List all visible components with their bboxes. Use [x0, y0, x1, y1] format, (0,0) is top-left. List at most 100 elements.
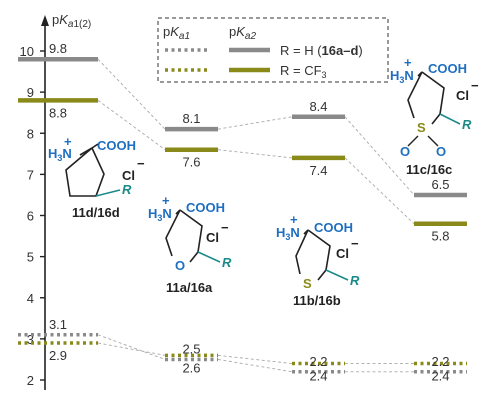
ring-bonds-left: [165, 209, 181, 257]
ring-sulfur: S: [303, 276, 312, 291]
acid-group: COOH: [186, 200, 225, 215]
acid-bond: [91, 143, 99, 149]
level-bars: [18, 56, 467, 374]
y-axis-label: pKa1(2): [52, 12, 91, 30]
amine-group: H3N: [48, 146, 72, 163]
molecule-11a-16a: H3N + COOH O R Cl − 11a/16a: [148, 193, 232, 295]
y-tick-label: 7: [27, 167, 34, 182]
chloride-ion: Cl: [122, 168, 135, 183]
ring-bonds: [65, 147, 105, 197]
amine-group: H3N: [148, 206, 172, 223]
amine-charge: +: [404, 55, 412, 70]
y-tick-label: 9: [27, 85, 34, 100]
connector-lines: [97, 58, 415, 373]
molecule-11b-16b: H3N + COOH S R Cl − 11b/16b: [276, 212, 360, 308]
value-label: 6.5: [431, 177, 449, 192]
ring-bonds-right: [421, 71, 445, 125]
value-label: 2.6: [182, 360, 200, 375]
value-label: 2.2: [309, 354, 327, 369]
chloride-charge: −: [351, 236, 359, 251]
y-tick-label: 6: [27, 209, 34, 224]
acid-group: COOH: [428, 61, 467, 76]
value-label: 5.8: [431, 229, 449, 244]
connector-line: [217, 358, 293, 373]
amine-group: H3N: [390, 68, 414, 85]
r-group: R: [462, 117, 472, 132]
value-label: 7.4: [309, 163, 327, 178]
connector-line: [97, 58, 166, 130]
r-group: R: [222, 255, 232, 270]
chloride-charge: −: [221, 220, 229, 235]
y-tick-label: 4: [27, 291, 34, 306]
acid-group: COOH: [97, 138, 136, 153]
so-bond-right: [427, 135, 439, 147]
connector-line: [344, 116, 415, 196]
legend-header-pka1: pKa1: [163, 24, 190, 42]
y-tick-label: 5: [27, 250, 34, 265]
value-label: 2.4: [431, 369, 449, 384]
r-group: R: [122, 182, 132, 197]
value-label: 8.8: [49, 105, 67, 120]
value-label: 2.5: [182, 341, 200, 356]
compound-label: 11b/16b: [293, 293, 341, 308]
compound-label: 11a/16a: [166, 280, 213, 295]
compound-label: 11d/16d: [72, 205, 120, 220]
connector-line: [97, 342, 166, 356]
chloride-ion: Cl: [456, 88, 469, 103]
y-tick-label: 10: [20, 44, 34, 59]
r-group: R: [350, 273, 360, 288]
legend-box: [157, 17, 389, 83]
acid-group: COOH: [314, 220, 353, 235]
y-axis-arrow: [41, 15, 49, 26]
connector-line: [217, 149, 293, 159]
ring-sulfur: S: [417, 120, 426, 135]
r-bond: [439, 113, 461, 125]
connector-line: [97, 334, 166, 360]
value-label: 8.1: [182, 111, 200, 126]
legend-h-label: R = H (16a–d): [280, 43, 363, 58]
connector-line: [344, 157, 415, 225]
amine-charge: +: [162, 193, 170, 208]
amine-bond: [303, 229, 309, 235]
ring-bonds-right: [307, 229, 331, 281]
value-label: 7.6: [182, 155, 200, 170]
so-bond-left: [407, 135, 419, 147]
sulfone-oxygen-left: O: [400, 144, 410, 159]
amine-bond: [175, 209, 181, 215]
value-label: 2.4: [309, 369, 327, 384]
y-ticks: 2 3 4 5 6 7 8 9 10: [20, 44, 45, 388]
chloride-charge: −: [471, 78, 479, 93]
chloride-ion: Cl: [336, 246, 349, 261]
r-bond: [197, 251, 221, 263]
value-label: 8.4: [309, 99, 327, 114]
ring-bonds-right: [179, 209, 203, 263]
value-label: 9.8: [49, 41, 67, 56]
value-label: 2.9: [49, 348, 67, 363]
chloride-ion: Cl: [206, 230, 219, 245]
ring-bonds-left: [407, 71, 423, 119]
molecule-11c-16c: H3N + COOH S O O R Cl − 11c/16c: [390, 55, 479, 177]
sulfone-oxygen-right: O: [436, 144, 446, 159]
y-tick-label: 3: [27, 332, 34, 347]
legend-header-pka2: pKa2: [229, 24, 256, 42]
y-tick-label: 8: [27, 126, 34, 141]
amine-charge: +: [290, 212, 298, 227]
connector-line: [97, 99, 166, 151]
legend: pKa1 pKa2 R = H (16a–d) R = CF3: [157, 17, 389, 83]
amine-charge: +: [64, 134, 72, 149]
legend-cf3-label: R = CF3: [280, 63, 327, 80]
r-bond: [95, 189, 121, 197]
chloride-charge: −: [137, 156, 145, 171]
connector-line: [217, 354, 293, 364]
y-tick-label: 2: [27, 373, 34, 388]
molecule-11d-16d: H3N + COOH R Cl − 11d/16d: [48, 134, 145, 220]
value-label: 2.2: [431, 354, 449, 369]
amine-group: H3N: [276, 225, 300, 242]
compound-label: 11c/16c: [406, 162, 452, 177]
ring-bonds-left: [295, 229, 309, 275]
connector-line: [217, 116, 293, 130]
amine-bond: [79, 147, 93, 156]
